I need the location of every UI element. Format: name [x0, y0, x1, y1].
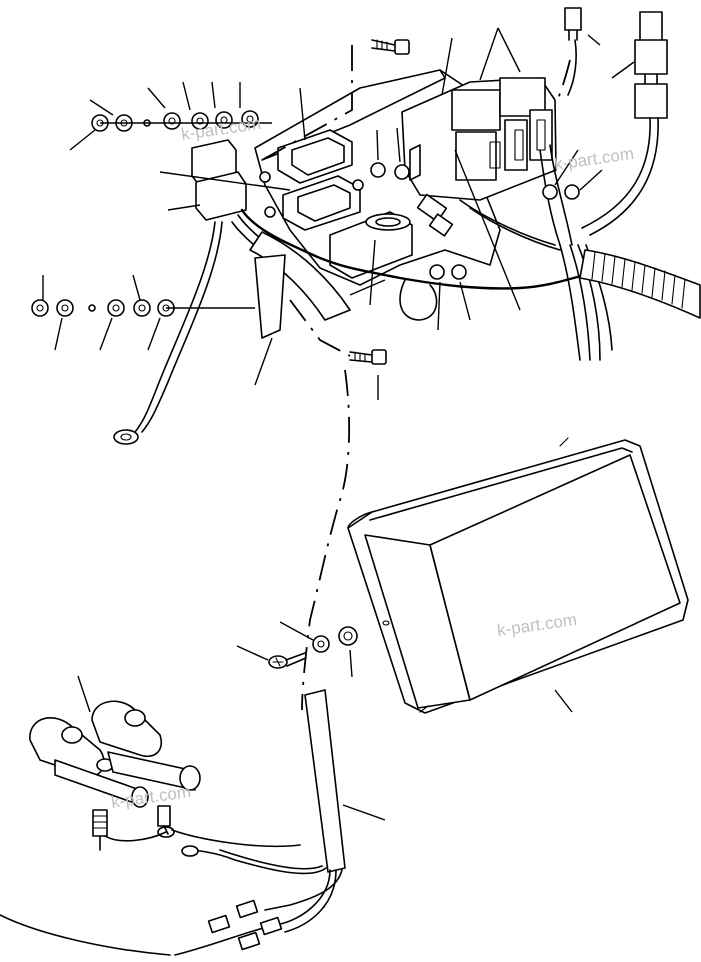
connector-block-left [191, 139, 247, 221]
fuse [564, 7, 582, 41]
bolt-mid [349, 349, 387, 365]
hose-loop [399, 279, 438, 321]
plug-connector-pair [634, 11, 668, 119]
washer-set-lower [31, 299, 175, 317]
lower-harness [0, 689, 346, 956]
relay-upper [277, 129, 353, 184]
assembly-axis-lines [261, 45, 571, 711]
connector-small [416, 193, 454, 237]
controller-screw-set [268, 626, 358, 669]
relay-lower [282, 175, 361, 231]
relay-box [401, 77, 557, 201]
corrugated-conduit [579, 249, 701, 319]
pressure-switch-pair [29, 700, 201, 851]
watermark: k-part.com [553, 144, 635, 174]
nuts-on-bracket [259, 162, 580, 280]
buzzer [329, 211, 413, 279]
controller-box [347, 437, 689, 714]
bolt-top [371, 39, 410, 55]
protection-tube [249, 231, 351, 339]
callout-leaders [42, 27, 635, 821]
